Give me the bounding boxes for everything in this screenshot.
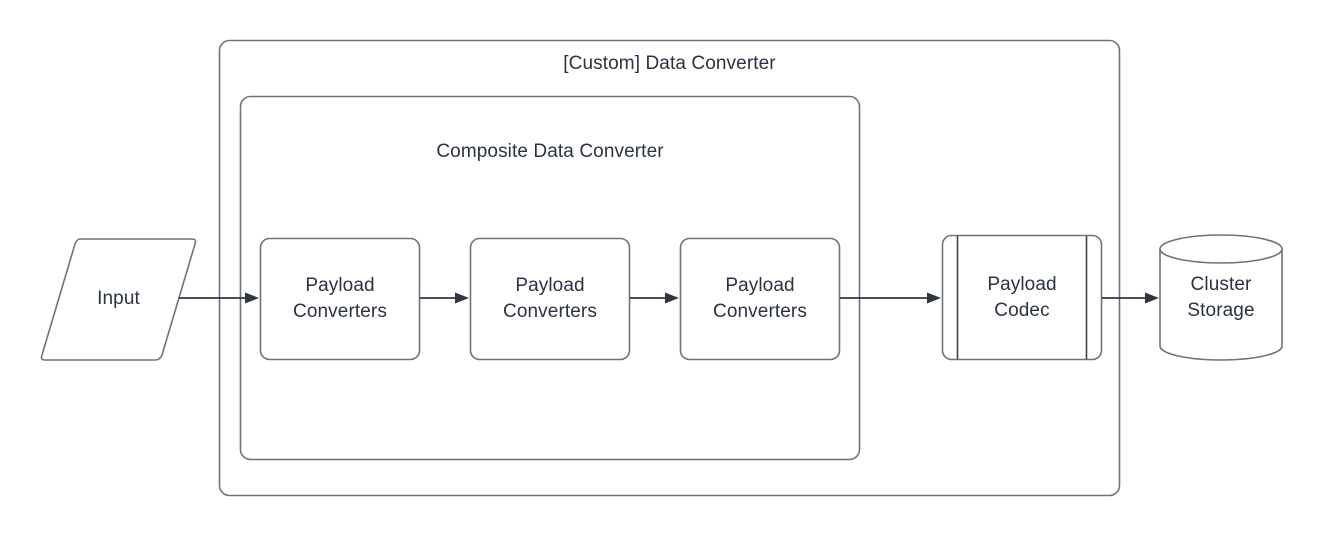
node-payload-converters-3-label: Payload Converters bbox=[713, 275, 807, 322]
node-payload-converters-1-shape[interactable] bbox=[259, 237, 421, 361]
node-payload-converters-1-label: Payload Converters bbox=[293, 275, 387, 322]
connector-payload-codec-to-cluster-storage bbox=[1102, 292, 1159, 304]
node-payload-converters-2-label: Payload Converters bbox=[503, 275, 597, 322]
node-payload-converters-3-shape[interactable] bbox=[679, 237, 841, 361]
connector-payload-converters-1-to-2 bbox=[420, 292, 469, 304]
node-input-shape[interactable] bbox=[40, 238, 197, 361]
container-custom-data-converter-title: [Custom] Data Converter bbox=[563, 53, 776, 74]
node-cluster-storage-shape[interactable] bbox=[1159, 234, 1283, 361]
connector-payload-converters-2-to-3 bbox=[630, 292, 679, 304]
node-payload-codec-label: Payload Codec bbox=[987, 274, 1057, 321]
connector-payload-converters-3-to-payload-codec bbox=[840, 292, 941, 304]
node-input-label: Input bbox=[97, 288, 140, 309]
connector-input-to-payload-converters-1 bbox=[179, 292, 259, 304]
node-payload-codec-shape[interactable] bbox=[941, 234, 1103, 361]
node-cluster-storage-label: Cluster Storage bbox=[1187, 274, 1255, 321]
node-payload-converters-2-shape[interactable] bbox=[469, 237, 631, 361]
container-composite-data-converter-title: Composite Data Converter bbox=[436, 141, 664, 162]
